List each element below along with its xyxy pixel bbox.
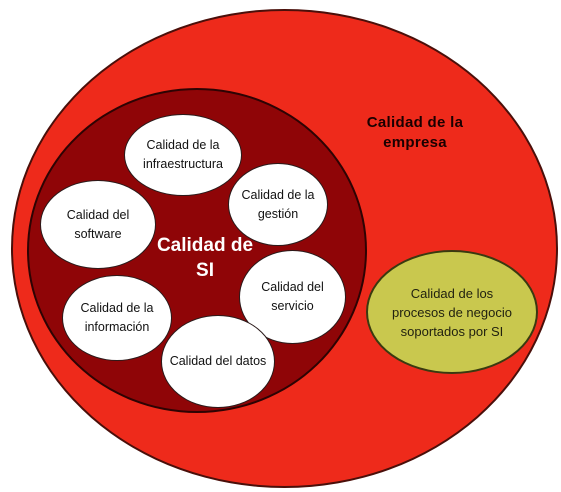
gestion-quality-label: Calidad de la gestión: [241, 187, 315, 221]
informacion-quality-label: Calidad de la información: [80, 301, 154, 334]
empresa-quality-label: Calidad de la empresa: [366, 114, 464, 151]
informacion-quality-circle: Calidad de la información: [62, 275, 172, 361]
software-quality-label: Calidad del software: [66, 207, 130, 241]
si-quality-label: Calidad de SI: [156, 235, 254, 281]
software-quality-circle: Calidad del software: [40, 180, 156, 269]
processes-quality-circle: Calidad de los procesos de negocio sopor…: [366, 250, 538, 374]
processes-quality-label: Calidad de los procesos de negocio sopor…: [392, 285, 512, 339]
gestion-quality-circle: Calidad de la gestión: [228, 163, 328, 246]
datos-quality-circle: Calidad del datos: [161, 315, 275, 408]
infraestructura-quality-label: Calidad de la infraestructura: [143, 138, 223, 171]
servicio-quality-label: Calidad del servicio: [261, 280, 324, 313]
datos-quality-label: Calidad del datos: [169, 354, 267, 368]
infraestructura-quality-circle: Calidad de la infraestructura: [124, 114, 242, 196]
